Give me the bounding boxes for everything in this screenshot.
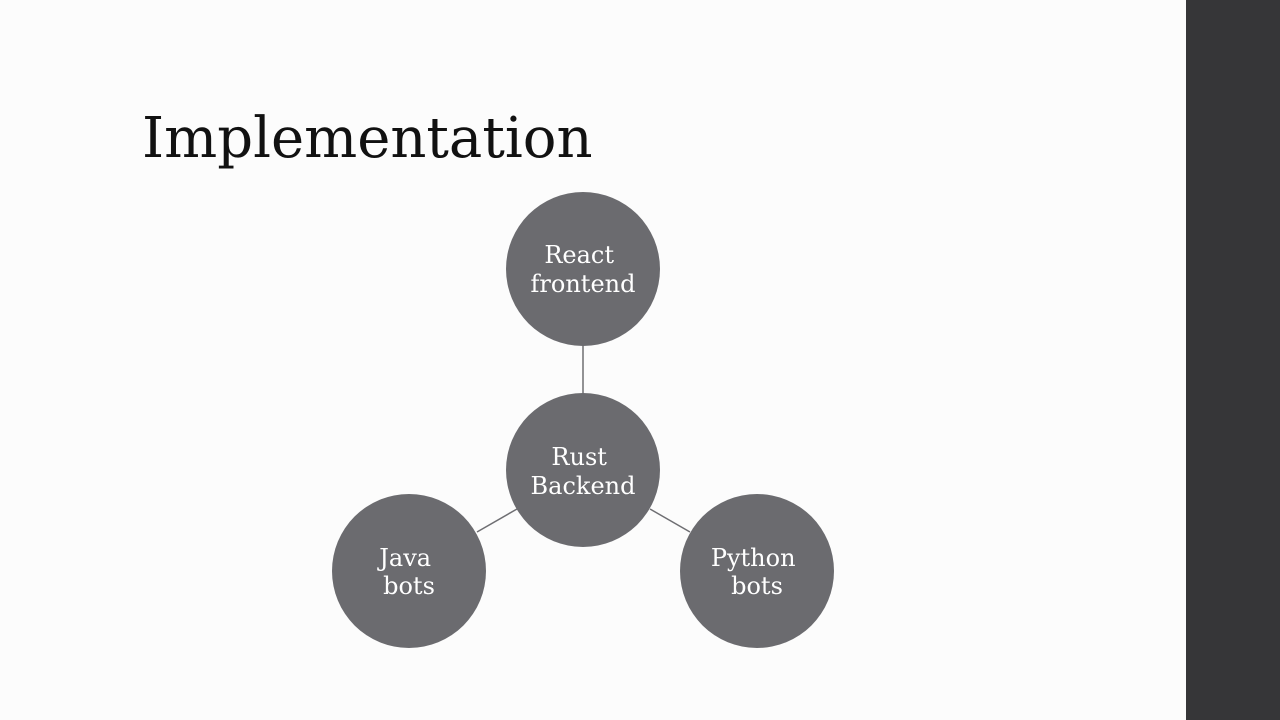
slide-title: Implementation (142, 106, 593, 171)
node-react-frontend-line2: frontend (531, 270, 636, 298)
side-accent-bar (1186, 0, 1280, 720)
node-java-bots-line1: Java (376, 544, 431, 572)
node-rust-backend-line1: Rust (551, 443, 607, 471)
slide-canvas: Implementation React frontend Rust Backe… (142, 106, 834, 648)
node-java-bots-label: Java bots (376, 544, 438, 600)
node-python-bots: Python bots (680, 494, 834, 648)
node-rust-backend-circle (506, 393, 660, 547)
node-react-frontend-circle (506, 192, 660, 346)
node-react-frontend-line1: React (544, 241, 614, 269)
node-python-bots-circle (680, 494, 834, 648)
node-react-frontend: React frontend (506, 192, 660, 346)
node-java-bots-line2: bots (383, 572, 435, 600)
node-java-bots: Java bots (332, 494, 486, 648)
connector-java-rust (476, 508, 518, 533)
node-rust-backend-label: Rust Backend (531, 443, 636, 500)
connector-python-rust (649, 508, 691, 533)
node-python-bots-line1: Python (711, 544, 796, 572)
node-python-bots-label: Python bots (711, 544, 803, 600)
node-java-bots-circle (332, 494, 486, 648)
node-rust-backend: Rust Backend (506, 393, 660, 547)
node-python-bots-line2: bots (731, 572, 783, 600)
radial-diagram: React frontend Rust Backend Java bots Py… (332, 192, 834, 648)
node-react-frontend-label: React frontend (531, 241, 636, 298)
node-rust-backend-line2: Backend (531, 472, 636, 500)
